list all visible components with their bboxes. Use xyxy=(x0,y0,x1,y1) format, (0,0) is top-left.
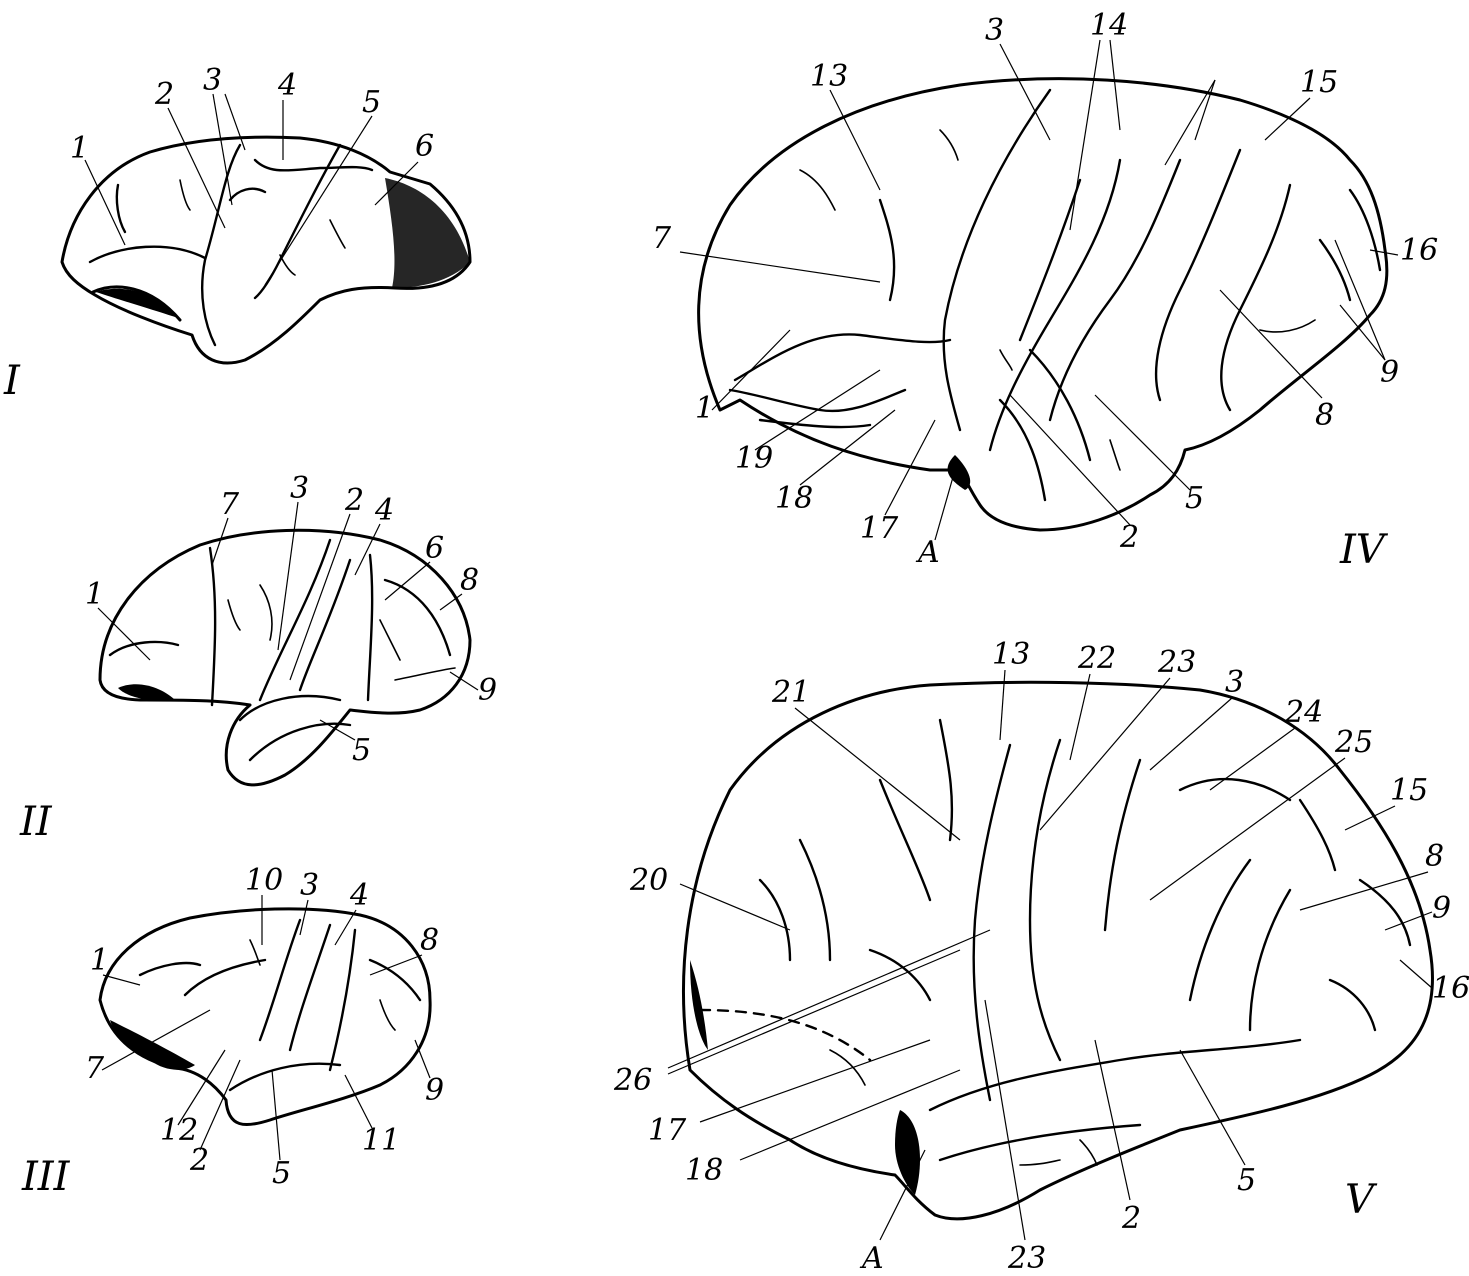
brain-II-label-4: 4 xyxy=(374,493,394,528)
brain-V-label-15: 15 xyxy=(1390,773,1428,808)
brain-V-label-26: 26 xyxy=(613,1063,652,1098)
brain-V-label-23-bottom: 23 xyxy=(1007,1241,1046,1276)
brain-V-label-3: 3 xyxy=(1225,665,1244,700)
figure-numeral-II: II xyxy=(19,799,53,845)
brain-V-label-2: 2 xyxy=(1121,1201,1141,1236)
brain-III xyxy=(100,909,430,1125)
brain-IV-label-1: 1 xyxy=(695,391,714,426)
brain-II-label-8: 8 xyxy=(460,563,479,598)
brain-V-label-9: 9 xyxy=(1432,891,1451,926)
brain-III-label-7: 7 xyxy=(85,1051,105,1086)
brain-III-label-3: 3 xyxy=(300,868,319,903)
brain-V-label-20: 20 xyxy=(629,863,668,898)
brain-IV-label-15: 15 xyxy=(1300,65,1338,100)
brain-I-label-5: 5 xyxy=(362,85,381,120)
brain-I-label-1: 1 xyxy=(70,131,89,166)
brain-IV-label-13: 13 xyxy=(810,59,848,94)
figure-numeral-I: I xyxy=(3,358,21,404)
brain-III-label-8: 8 xyxy=(420,923,439,958)
brain-IV-label-16: 16 xyxy=(1400,233,1438,268)
brain-V-label-21: 21 xyxy=(771,675,810,710)
brain-IV-label-14: 14 xyxy=(1090,8,1128,43)
brain-II-label-6: 6 xyxy=(425,531,444,566)
brain-V-label-23-top: 23 xyxy=(1157,645,1196,680)
brain-V-leaders xyxy=(668,670,1432,1240)
brain-IV-label-9: 9 xyxy=(1380,355,1399,390)
brain-IV-label-18: 18 xyxy=(775,481,813,516)
brain-IV xyxy=(699,79,1387,530)
brain-III-label-10: 10 xyxy=(245,863,283,898)
brain-IV-label-8: 8 xyxy=(1315,398,1334,433)
brain-II xyxy=(100,530,470,785)
brain-II-label-5: 5 xyxy=(352,733,371,768)
brain-IV-label-3: 3 xyxy=(985,13,1004,48)
brain-IV-label-7: 7 xyxy=(652,221,672,256)
brain-III-label-5: 5 xyxy=(272,1156,291,1191)
brain-III-label-11: 11 xyxy=(362,1123,400,1158)
brain-V-label-A: A xyxy=(859,1241,884,1276)
brain-IV-label-5: 5 xyxy=(1185,481,1204,516)
brain-III-label-1: 1 xyxy=(90,943,109,978)
brain-V xyxy=(683,682,1432,1219)
brain-V-label-18: 18 xyxy=(685,1153,723,1188)
brain-V-label-25: 25 xyxy=(1334,725,1373,760)
figure-numeral-III: III xyxy=(21,1154,71,1200)
figure-numeral-V: V xyxy=(1345,1177,1378,1223)
brain-IV-label-A: A xyxy=(915,535,940,570)
brain-III-label-2: 2 xyxy=(189,1143,209,1178)
brain-V-label-17: 17 xyxy=(648,1113,687,1148)
brain-V-label-22: 22 xyxy=(1077,641,1116,676)
brain-II-label-3: 3 xyxy=(290,471,309,506)
brain-II-label-1: 1 xyxy=(85,577,104,612)
brain-I-label-4: 4 xyxy=(277,68,297,103)
brain-V-label-13: 13 xyxy=(992,637,1030,672)
brain-II-leaders xyxy=(98,502,478,740)
brain-IV-label-2: 2 xyxy=(1119,520,1139,555)
brain-V-label-8: 8 xyxy=(1425,839,1444,874)
brain-II-label-9: 9 xyxy=(478,673,497,708)
brain-V-label-5: 5 xyxy=(1237,1163,1256,1198)
brain-V-label-16: 16 xyxy=(1432,971,1469,1006)
figure-numeral-IV: IV xyxy=(1339,527,1389,573)
brain-II-label-2: 2 xyxy=(344,483,364,518)
brain-III-label-9: 9 xyxy=(425,1073,444,1108)
brain-III-label-4: 4 xyxy=(349,878,369,913)
brain-V-label-24: 24 xyxy=(1284,695,1323,730)
brain-I-label-2: 2 xyxy=(154,77,174,112)
brain-IV-label-17: 17 xyxy=(860,511,899,546)
brain-II-label-7: 7 xyxy=(220,487,240,522)
brain-I-label-6: 6 xyxy=(415,129,434,164)
brain-IV-label-19: 19 xyxy=(735,441,773,476)
brain-I-label-3: 3 xyxy=(203,63,222,98)
